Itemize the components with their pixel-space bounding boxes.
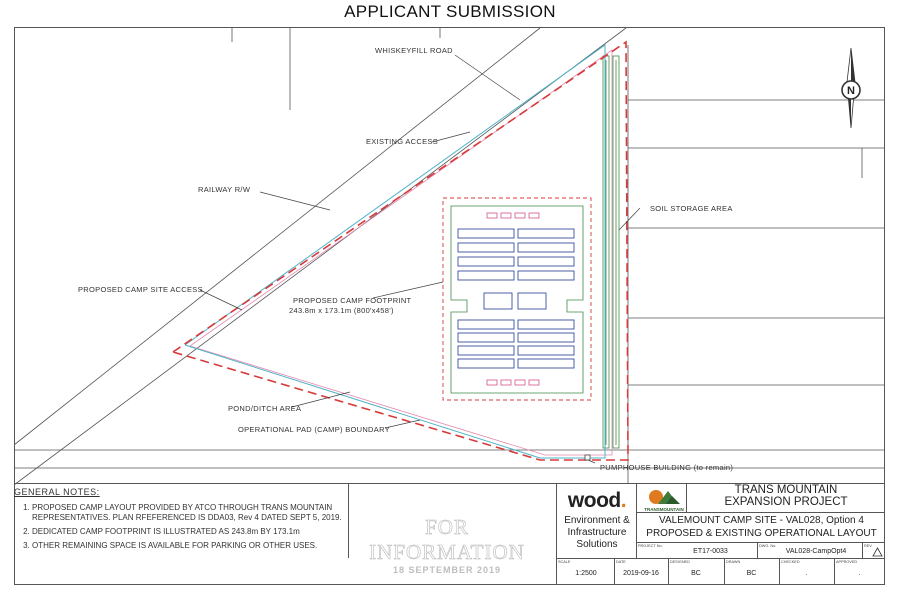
camp-buildings [457, 228, 575, 369]
date-value: 2019-09-16 [623, 570, 659, 577]
label-pumphouse: PUMPHOUSE BUILDING (to remain) [600, 463, 733, 472]
drawing-frame [14, 27, 885, 585]
divider-stamp [556, 483, 557, 585]
dwg-no-label: DWG. No. [759, 544, 777, 548]
label-existing-access: EXISTING ACCESS [366, 137, 438, 146]
access-road-line [184, 44, 606, 459]
note-item: PROPOSED CAMP LAYOUT PROVIDED BY ATCO TH… [32, 503, 346, 523]
divider-scale [614, 558, 615, 585]
banner-title: APPLICANT SUBMISSION [344, 2, 556, 21]
label-camp-footprint: PROPOSED CAMP FOOTPRINT [293, 296, 412, 305]
divider-dwg-row [636, 542, 885, 543]
north-arrow-label: N [847, 85, 855, 97]
wood-logo-block: wood. Environment & Infrastructure Solut… [558, 489, 636, 551]
scale-label: SCALE [558, 560, 571, 564]
note-item: DEDICATED CAMP FOOTPRINT IS ILLUSTRATED … [32, 527, 346, 537]
divider-client-logo [686, 483, 687, 512]
divider-checked [834, 558, 835, 585]
designed-value: BC [691, 570, 701, 577]
checked-label: CHECKED [781, 560, 800, 564]
approved-value: . [858, 570, 861, 577]
label-whiskeyfill-road: WHISKEYFILL ROAD [375, 46, 453, 55]
label-soil-storage: SOIL STORAGE AREA [650, 204, 733, 213]
checked-value: . [805, 570, 808, 577]
titleblock-top-border [14, 483, 885, 484]
company-subtitle: Environment & Infrastructure Solutions [564, 515, 630, 550]
parcel-line [189, 49, 613, 456]
divider-notes [348, 483, 349, 558]
label-pond-ditch: POND/DITCH AREA [228, 404, 301, 413]
note-item: OTHER REMAINING SPACE IS AVAILABLE FOR P… [32, 541, 346, 551]
wood-logo: wood. [567, 489, 627, 512]
label-pad-boundary: OPERATIONAL PAD (CAMP) BOUNDARY [238, 425, 390, 434]
project-no-label: PROJECT No. [638, 544, 663, 548]
label-proposed-access: PROPOSED CAMP SITE ACCESS [78, 285, 203, 294]
scale-value: 1:2500 [575, 570, 597, 577]
divider-designed [724, 558, 725, 585]
divider-drawn [779, 558, 780, 585]
divider-logo [636, 483, 637, 558]
svg-text:TRANSMOUNTAIN: TRANSMOUNTAIN [644, 507, 683, 512]
divider-bottom-row [556, 558, 885, 559]
road-lines [13, 27, 885, 486]
soil-storage-area [602, 55, 620, 449]
north-arrow: N [841, 47, 861, 129]
designed-label: DESIGNED [670, 560, 690, 564]
drawn-label: DRAWN [726, 560, 741, 564]
pumphouse-building [584, 454, 591, 461]
general-notes: GENERAL NOTES: PROPOSED CAMP LAYOUT PROV… [14, 487, 346, 555]
project-name: TRANS MOUNTAIN EXPANSION PROJECT [724, 484, 848, 508]
divider-rev [862, 542, 863, 558]
trans-mountain-logo: TRANSMOUNTAIN [644, 490, 684, 512]
for-information-stamp: FOR INFORMATION 18 SEPTEMBER 2019 [352, 515, 542, 575]
rev-triangle-icon [872, 547, 883, 557]
divider-dwgno [757, 542, 758, 558]
drawing-title: VALEMOUNT CAMP SITE - VAL028, Option 4 P… [646, 515, 877, 539]
leader-lines [199, 54, 641, 464]
label-camp-dimensions: 243.8m x 173.1m (800'x458') [289, 306, 394, 315]
stamp-title: FOR INFORMATION [369, 515, 525, 565]
drawn-value: BC [746, 570, 757, 577]
rev-label: REV. [864, 544, 873, 548]
approved-label: APPROVED [836, 560, 858, 564]
camp-footprint-boundary [442, 197, 592, 401]
small-structures [486, 212, 540, 386]
dwg-no-value: VAL028-CampOpt4 [785, 548, 847, 555]
camp-pad-outline [450, 205, 584, 394]
date-label: DATE [616, 560, 626, 564]
project-no-value: ET17-0033 [693, 548, 728, 555]
divider-title [636, 512, 885, 513]
divider-date [668, 558, 669, 585]
stamp-date: 18 SEPTEMBER 2019 [392, 565, 502, 575]
label-railway: RAILWAY R/W [198, 185, 251, 194]
operational-pad-boundary [172, 40, 629, 461]
notes-heading: GENERAL NOTES: [14, 487, 100, 497]
